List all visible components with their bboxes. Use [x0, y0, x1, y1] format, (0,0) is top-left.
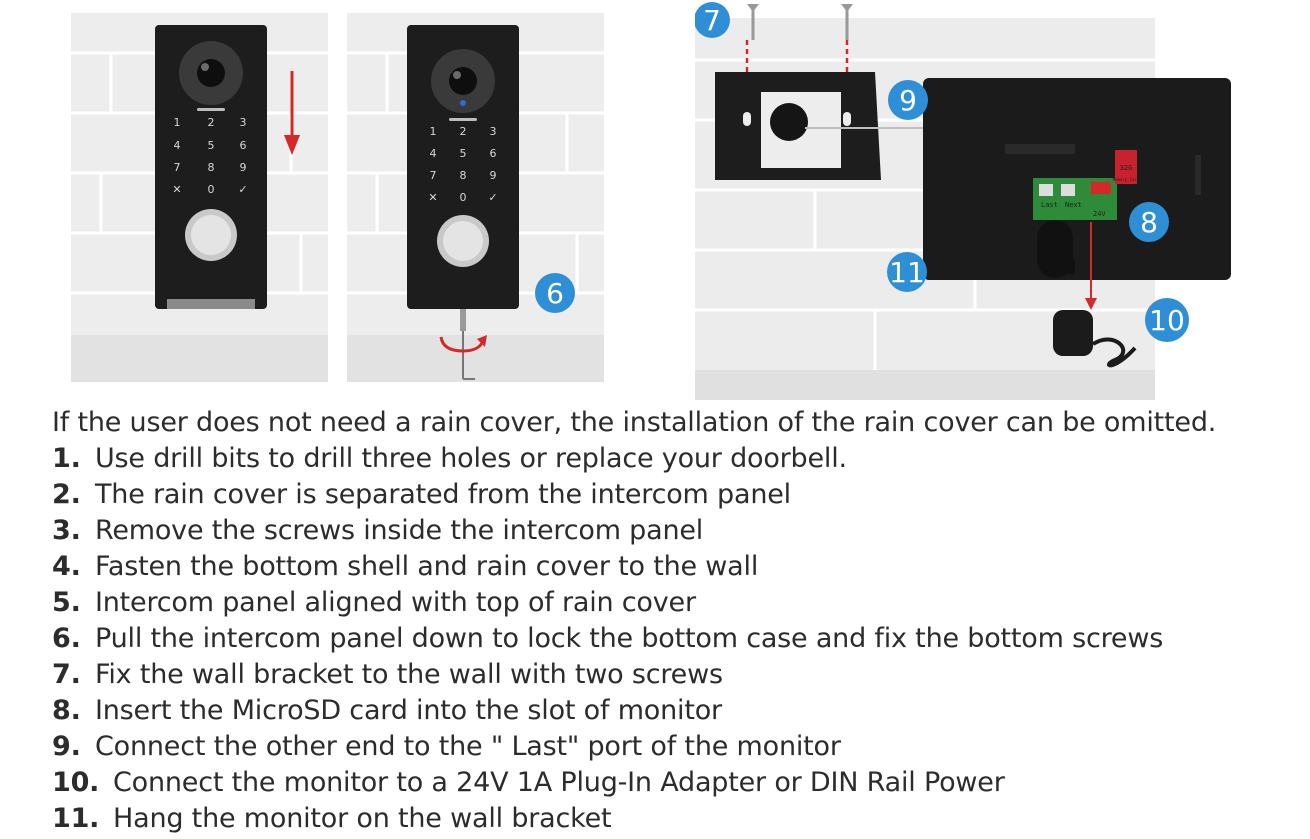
list-item: 10.Connect the monitor to a 24V 1A Plug-…: [52, 767, 1005, 798]
key-5: 5: [208, 139, 215, 152]
bottom-screw-figure: 1 2 3 4 5 6 7 8 9 ✕ 0 ✓ 6: [347, 13, 604, 382]
key-0: 0: [460, 191, 467, 204]
svg-text:7: 7: [703, 4, 721, 37]
keypad: 1 2 3 4 5 6 7 8 9 ✕ 0 ✓: [172, 116, 247, 196]
key-cancel: ✕: [428, 191, 437, 204]
step-8-badge: 8: [1129, 202, 1169, 242]
keypad: 1 2 3 4 5 6 7 8 9 ✕ 0 ✓: [428, 125, 497, 204]
key-0: 0: [208, 183, 215, 196]
key-confirm: ✓: [238, 183, 247, 196]
step-6-badge: 6: [535, 273, 575, 313]
list-item: 4.Fasten the bottom shell and rain cover…: [52, 551, 759, 582]
svg-text:8: 8: [1140, 206, 1158, 239]
key-9: 9: [240, 161, 247, 174]
key-cancel: ✕: [172, 183, 181, 196]
monitor: Last Next 24V 32G Memory Card: [923, 78, 1231, 280]
svg-text:11: 11: [889, 256, 925, 289]
list-item: 1.Use drill bits to drill three holes or…: [52, 443, 847, 474]
svg-text:9: 9: [899, 84, 917, 117]
list-item: 3.Remove the screws inside the intercom …: [52, 515, 704, 546]
key-8: 8: [460, 169, 467, 182]
intro-note: If the user does not need a rain cover, …: [52, 407, 1217, 438]
key-1: 1: [430, 125, 437, 138]
screwdriver-icon: [460, 309, 475, 380]
list-item: 11.Hang the monitor on the wall bracket: [52, 803, 612, 834]
port-next-label: Next: [1065, 201, 1082, 209]
key-4: 4: [174, 139, 181, 152]
key-7: 7: [174, 161, 181, 174]
key-8: 8: [208, 161, 215, 174]
step-7-badge: 7: [695, 2, 730, 38]
svg-text:10: 10: [1149, 304, 1185, 337]
list-item: 7.Fix the wall bracket to the wall with …: [52, 659, 723, 690]
key-4: 4: [430, 147, 437, 160]
key-2: 2: [208, 116, 215, 129]
key-5: 5: [460, 147, 467, 160]
instructions: If the user does not need a rain cover, …: [52, 405, 1302, 837]
microsd-size-label: 32G: [1120, 164, 1133, 172]
list-item: 6.Pull the intercom panel down to lock t…: [52, 623, 1164, 654]
microsd-memory-label: Memory Card: [1113, 177, 1140, 182]
power-adapter: [1053, 310, 1137, 368]
wall-bracket: [715, 72, 881, 180]
key-3: 3: [240, 116, 247, 129]
step-6-badge-label: 6: [546, 277, 564, 310]
step-9-badge: 9: [888, 80, 928, 120]
microsd-card: [1115, 150, 1137, 184]
key-2: 2: [460, 125, 467, 138]
port-last-label: Last: [1041, 201, 1058, 209]
list-item: 9.Connect the other end to the " Last" p…: [52, 731, 841, 762]
list-item: 2.The rain cover is separated from the i…: [52, 479, 791, 510]
list-item: 5.Intercom panel aligned with top of rai…: [52, 587, 696, 618]
step-11-badge: 11: [887, 252, 927, 292]
list-item: 8.Insert the MicroSD card into the slot …: [52, 695, 722, 726]
port-24v-label: 24V: [1093, 210, 1106, 218]
step-list: 1.Use drill bits to drill three holes or…: [52, 441, 1302, 837]
key-3: 3: [490, 125, 497, 138]
key-7: 7: [430, 169, 437, 182]
key-6: 6: [240, 139, 247, 152]
key-1: 1: [174, 116, 181, 129]
key-confirm: ✓: [488, 191, 497, 204]
key-9: 9: [490, 169, 497, 182]
key-6: 6: [490, 147, 497, 160]
step-10-badge: 10: [1145, 298, 1189, 342]
rotate-arrow-icon: [439, 335, 487, 353]
down-arrow-icon: [284, 71, 300, 155]
intercom-slide-down-figure: 1 2 3 4 5 6 7 8 9 ✕ 0 ✓: [71, 13, 328, 382]
monitor-wiring-figure: Last Next 24V 32G Memory Card 7 9 8: [695, 0, 1310, 400]
